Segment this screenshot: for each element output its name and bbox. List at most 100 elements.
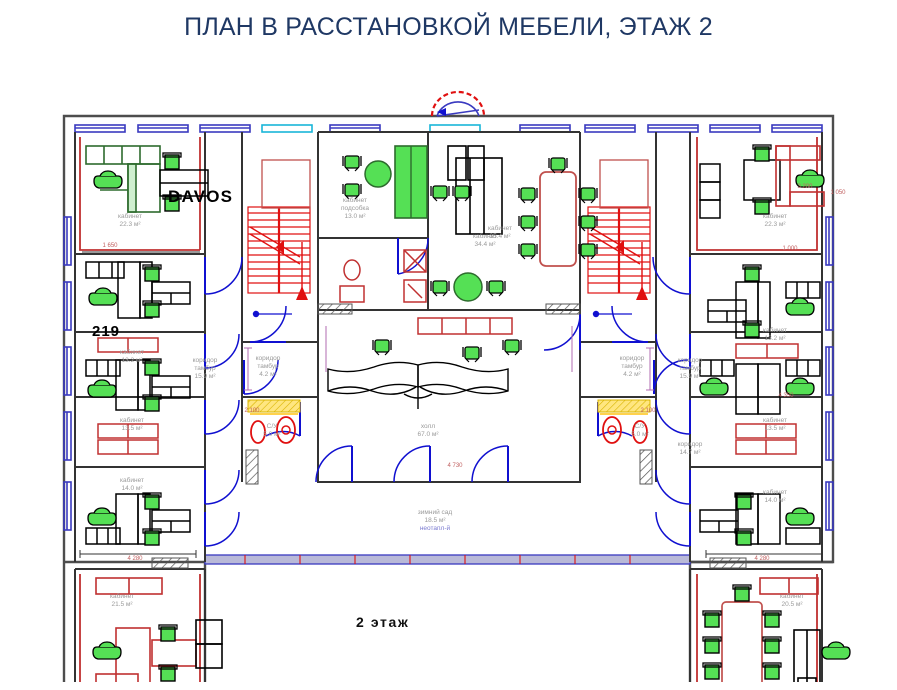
meeting-chairs [702,584,782,680]
chair-r5-1 [734,492,754,510]
svg-text:14.7 м²: 14.7 м² [679,449,701,456]
door-stair-left [249,305,287,343]
svg-text:20.5 м²: 20.5 м² [781,601,803,608]
room-label: С/У5.0 м² [263,423,281,438]
svg-text:коридор: коридор [678,441,703,448]
svg-text:холл: холл [421,423,435,430]
dimension-label: 3 200 [797,184,813,190]
door-right-3 [655,399,691,435]
callout-room-219: 219 [92,323,120,340]
svg-text:кабинет: кабинет [120,416,144,424]
chair-bl-1 [158,624,178,642]
chair-lt-1 [430,280,450,297]
door-left-3 [204,399,240,435]
armchair-lm [87,379,117,398]
door-left-5 [204,511,240,547]
furniture-office-left-low [85,423,191,546]
chair-219-2 [142,300,162,318]
door-hall-2 [393,445,431,483]
svg-text:4.2 м²: 4.2 м² [623,371,641,378]
door-group [204,237,691,547]
furniture-office-right-top [699,144,825,219]
svg-text:22.3 м²: 22.3 м² [119,221,141,228]
dimension-label: 4 280 [127,556,143,562]
floor-label: 2 этаж [356,614,409,630]
svg-text:5.0 м²: 5.0 м² [263,431,281,438]
window-group-left [63,216,72,531]
door-hall-3 [471,445,509,483]
svg-text:тамбур: тамбур [679,364,701,372]
dimension-label: 4 730 [447,463,463,469]
svg-text:тамбур: тамбур [194,364,216,372]
svg-text:5.0 м²: 5.0 м² [631,431,649,438]
armchair-ll [87,507,117,526]
svg-text:коридор: коридор [256,355,281,362]
svg-text:неотапл-й: неотапл-й [420,524,451,532]
svg-text:67.0 м²: 67.0 м² [417,431,439,438]
svg-text:кабинет: кабинет [120,476,144,484]
internal-walls [74,131,823,682]
hall-counter [417,317,513,335]
furniture-kitchen-lounge [342,145,428,219]
svg-text:коридор: коридор [678,357,703,364]
svg-text:13.2 м²: 13.2 м² [764,335,786,342]
chair-rt-1 [752,144,772,162]
staircase-left [246,159,312,318]
svg-text:кабинет: кабинет [763,212,787,220]
reception-chairs [372,339,522,363]
svg-text:13.5 м²: 13.5 м² [121,425,143,432]
dimension-label: 2 100 [640,408,656,414]
chair-conf-r1 [578,187,598,204]
svg-text:14.0 м²: 14.0 м² [764,497,786,504]
lounge-round-table [430,272,506,302]
furniture-davos-office [85,145,209,213]
svg-text:кабинет: кабинет [780,592,804,600]
chair-219-1 [142,264,162,282]
armchair-r5 [785,507,815,526]
chair-lt-2 [486,280,506,297]
armchair-meeting [821,641,851,660]
door-right-4 [655,469,691,505]
chair-rt-2 [752,197,772,215]
svg-text:кабинет: кабинет [110,592,134,600]
door-right-2 [655,333,691,369]
door-kitchen [397,237,429,275]
door-hall-1 [315,445,353,483]
armchair-davos [93,170,123,189]
chair-conf-l3 [518,243,538,260]
furniture-office-right-2 [707,264,821,359]
svg-text:13.5 м²: 13.5 м² [764,425,786,432]
armchair-r3a [699,377,729,396]
chair-r5-2 [734,528,754,546]
armchair-r2 [785,297,815,316]
svg-text:кабинет: кабинет [120,348,144,356]
svg-text:тамбур: тамбур [257,362,279,370]
armchair-bl [92,641,122,660]
svg-text:подсобка: подсобка [341,204,369,212]
dimension-label: 4 350 [778,393,794,399]
svg-text:14.0 м²: 14.0 м² [121,485,143,492]
chair-conf-head [548,157,568,174]
svg-text:кабинет: кабинет [763,416,787,424]
svg-text:зимний сад: зимний сад [418,508,453,516]
svg-text:18.5 м²: 18.5 м² [424,517,446,524]
conference-table-top-right [518,157,598,267]
svg-text:22.3 м²: 22.3 м² [764,221,786,228]
dimension-label: 1 050 [830,190,846,196]
door-right-5 [655,511,691,547]
svg-text:4.2 м²: 4.2 м² [259,371,277,378]
reception-desk [327,361,509,409]
svg-text:тамбур: тамбур [621,362,643,370]
svg-text:34.4 м²: 34.4 м² [474,241,496,248]
door-left-4 [204,469,240,505]
window-group-top [74,124,823,133]
